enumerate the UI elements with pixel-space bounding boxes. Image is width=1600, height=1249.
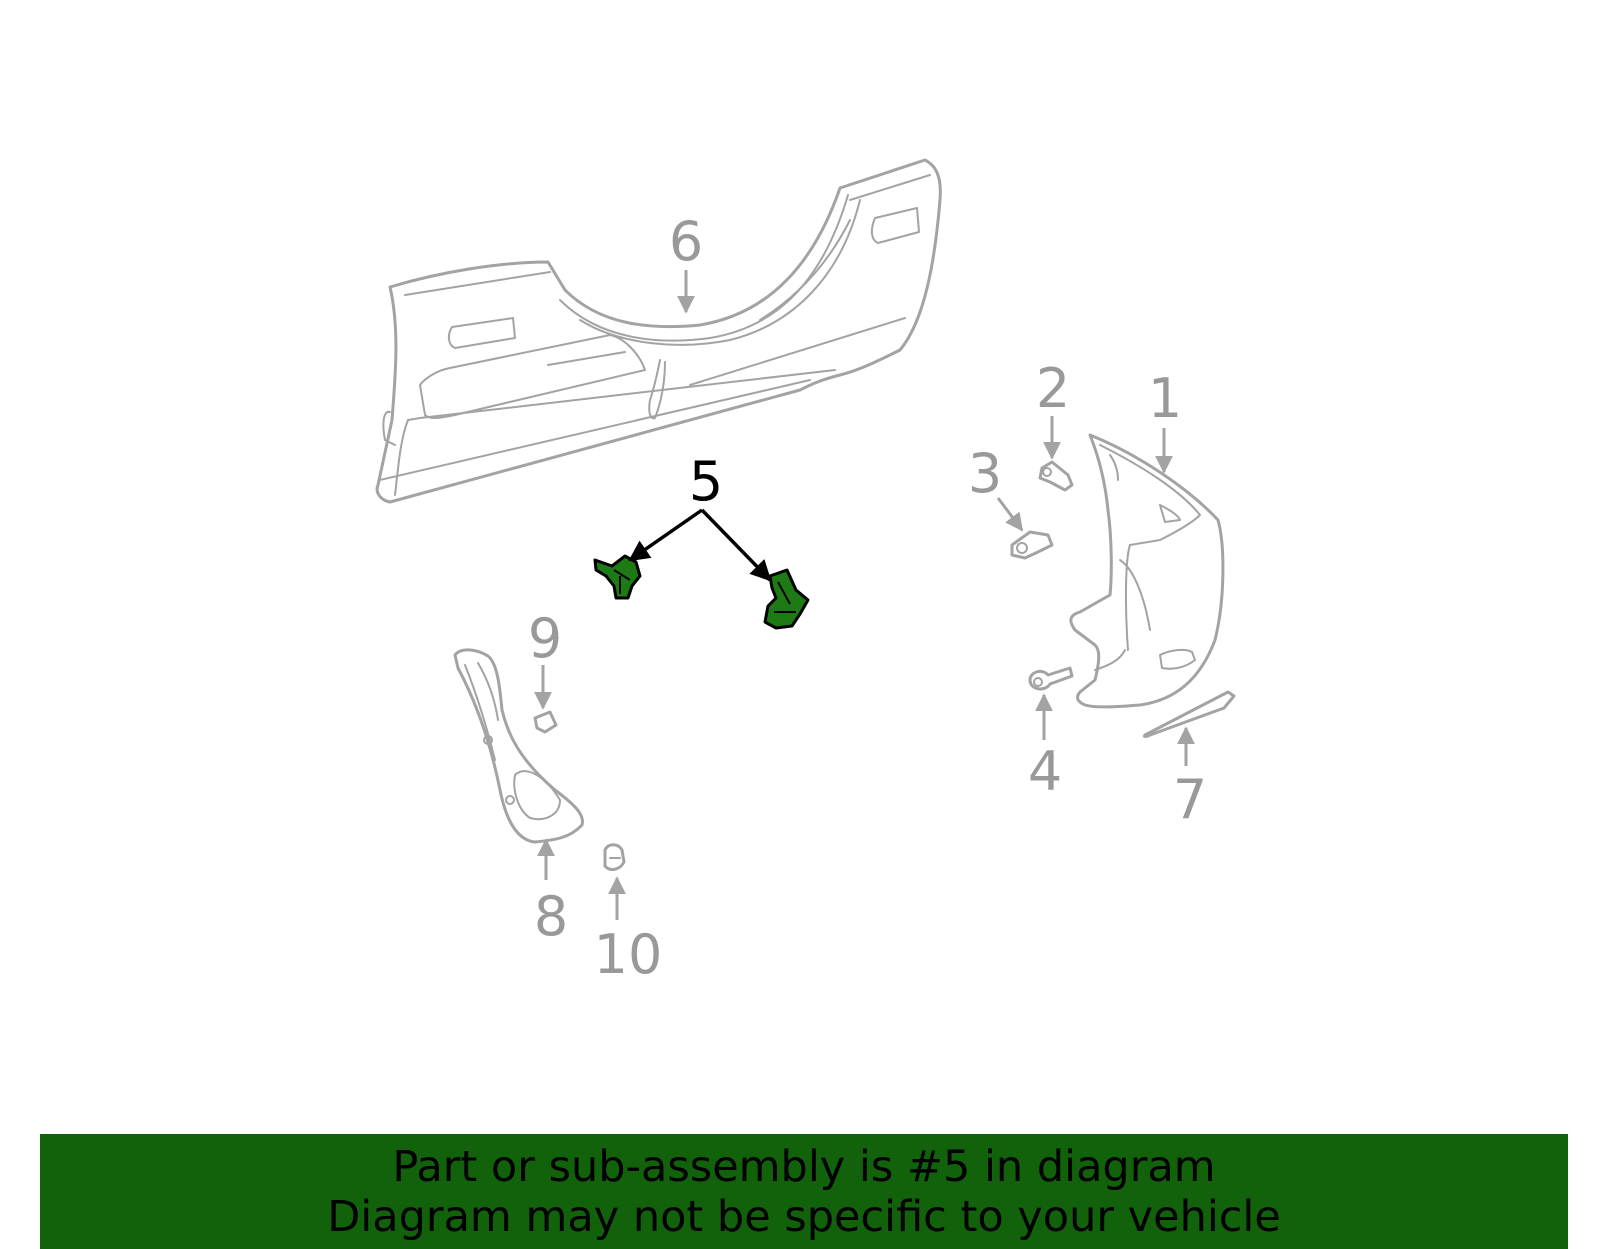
part-5-left-clip [593, 554, 642, 600]
leader-3 [996, 497, 1024, 532]
part-7-trim-strip-outline [1142, 690, 1236, 738]
part-8-side-trim-outline [453, 648, 585, 844]
part-3-clip-outline [1010, 530, 1054, 560]
part-10-clip-outline [603, 843, 626, 871]
part-1-side-cover-outline [1069, 433, 1225, 709]
part-5-right-clip [763, 568, 810, 630]
callout-2: 2 [1036, 357, 1070, 420]
part-2-clip-outline [1038, 460, 1074, 492]
part-6-lower-panel-outline [375, 158, 942, 504]
part-9-clip-outline [533, 710, 558, 734]
callout-4: 4 [1028, 740, 1062, 803]
leader-lines [534, 270, 1195, 920]
parts-diagram: 1 2 3 4 5 6 7 8 9 10 [375, 158, 1236, 986]
callout-10: 10 [594, 923, 663, 986]
info-banner: Part or sub-assembly is #5 in diagram Di… [40, 1134, 1568, 1249]
callout-8: 8 [534, 885, 568, 948]
banner-line-1: Part or sub-assembly is #5 in diagram [392, 1142, 1216, 1192]
callout-3: 3 [968, 442, 1002, 505]
callout-9: 9 [528, 607, 562, 670]
leader-5-right [700, 508, 772, 582]
banner-line-2: Diagram may not be specific to your vehi… [327, 1192, 1281, 1242]
callout-5: 5 [689, 450, 723, 513]
part-4-bolt-outline [1028, 666, 1074, 691]
callout-7: 7 [1173, 768, 1207, 831]
callout-1: 1 [1148, 367, 1182, 430]
callout-6: 6 [669, 210, 703, 273]
leader-5-left [628, 508, 703, 562]
